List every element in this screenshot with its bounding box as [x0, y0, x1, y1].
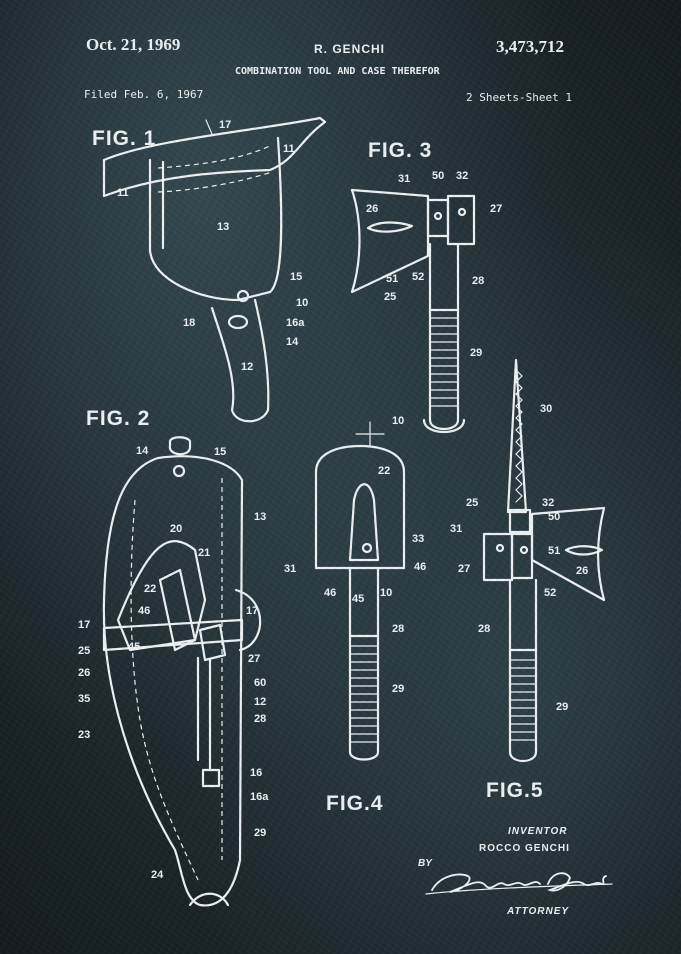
fig1-ref-12: 12 [241, 361, 253, 373]
fig4-ref-10: 10 [392, 415, 404, 427]
fig2-ref-24: 24 [151, 869, 164, 881]
fig3-ref-28: 28 [472, 275, 484, 287]
fig1-ref-11: 11 [283, 143, 295, 155]
fig3-ref-26: 26 [366, 203, 378, 215]
fig2-ref-28: 28 [254, 713, 266, 725]
fig1-case-drawing [102, 116, 327, 423]
fig1-ref-11: 11 [117, 187, 129, 199]
patent-date: Oct. 21, 1969 [86, 35, 181, 54]
fig1-ref-18: 18 [183, 317, 195, 329]
fig5-ref-28: 28 [478, 623, 490, 635]
fig2-reference-numerals: 14 15 13 20 21 22 46 17 17 25 45 27 26 6… [78, 445, 269, 881]
fig4-ref-22: 22 [378, 465, 390, 477]
fig5-saw-hatchet-drawing [482, 358, 606, 763]
fig4-ref-28: 28 [392, 623, 404, 635]
fig3-ref-31: 31 [398, 173, 410, 185]
fig5-ref-31: 31 [450, 523, 462, 535]
fig1-reference-numerals: 17 11 11 13 15 10 18 16a 14 12 [117, 119, 308, 373]
fig2-ref-16: 16 [250, 767, 262, 779]
fig5-ref-25: 25 [466, 497, 478, 509]
fig5-reference-numerals: 30 25 32 50 31 51 27 26 52 28 29 [450, 403, 588, 713]
fig4-ref-31: 31 [284, 563, 296, 575]
fig5-ref-26: 26 [576, 565, 588, 577]
by-label: BY [418, 858, 432, 869]
fig4-ref-46: 46 [324, 587, 336, 599]
fig2-ref-12: 12 [254, 696, 266, 708]
fig4-ref-10: 10 [380, 587, 392, 599]
fig1-ref-14: 14 [286, 336, 299, 348]
fig5-ref-51: 51 [548, 545, 560, 557]
fig2-label: FIG. 2 [86, 407, 150, 430]
fig1-ref-17: 17 [219, 119, 231, 131]
fig4-ref-46: 46 [414, 561, 426, 573]
fig3-ref-50: 50 [432, 170, 444, 182]
fig2-ref-21: 21 [198, 547, 210, 559]
fig5-label: FIG.5 [486, 779, 544, 802]
fig2-ref-17: 17 [78, 619, 90, 631]
fig4-ref-45: 45 [352, 593, 364, 605]
fig2-ref-14: 14 [136, 445, 149, 457]
inventor-full-name: ROCCO GENCHI [479, 843, 570, 854]
fig2-ref-16a: 16a [250, 791, 269, 803]
fig1-label: FIG. 1 [92, 127, 156, 150]
header-inventor: R. GENCHI [314, 42, 386, 56]
fig2-ref-27: 27 [248, 653, 260, 665]
fig3-ref-27: 27 [490, 203, 502, 215]
fig3-ref-52: 52 [412, 271, 424, 283]
fig2-ref-46: 46 [138, 605, 150, 617]
attorney-label: ATTORNEY [507, 906, 570, 917]
fig4-ref-29: 29 [392, 683, 404, 695]
fig2-ref-23: 23 [78, 729, 90, 741]
fig5-ref-27: 27 [458, 563, 470, 575]
fig2-ref-45: 45 [128, 641, 140, 653]
fig2-ref-22: 22 [144, 583, 156, 595]
fig3-ref-32: 32 [456, 170, 468, 182]
fig2-ref-60: 60 [254, 677, 266, 689]
inventor-label: INVENTOR [508, 826, 568, 837]
fig4-label: FIG.4 [326, 792, 384, 815]
fig2-ref-17: 17 [246, 605, 258, 617]
fig1-ref-13: 13 [217, 221, 229, 233]
fig3-reference-numerals: 31 50 32 26 27 51 52 25 28 29 [366, 170, 502, 359]
fig2-ref-29: 29 [254, 827, 266, 839]
patent-number: 3,473,712 [496, 37, 564, 56]
patent-title: COMBINATION TOOL AND CASE THEREFOR [235, 66, 440, 77]
fig3-ref-25: 25 [384, 291, 396, 303]
fig4-reference-numerals: 10 22 33 31 46 46 45 10 28 29 [284, 415, 426, 695]
attorney-signature [425, 872, 613, 895]
fig2-ref-35: 35 [78, 693, 90, 705]
fig5-ref-30: 30 [540, 403, 552, 415]
fig2-ref-20: 20 [170, 523, 182, 535]
fig2-case-drawing [102, 436, 262, 907]
fig2-ref-25: 25 [78, 645, 90, 657]
fig5-ref-32: 32 [542, 497, 554, 509]
fig5-ref-52: 52 [544, 587, 556, 599]
fig5-ref-29: 29 [556, 701, 568, 713]
fig2-ref-13: 13 [254, 511, 266, 523]
fig3-ref-29: 29 [470, 347, 482, 359]
fig5-ref-50: 50 [548, 511, 560, 523]
fig1-ref-10: 10 [296, 297, 308, 309]
fig4-ref-33: 33 [412, 533, 424, 545]
filed-date: Filed Feb. 6, 1967 [84, 88, 204, 101]
fig2-ref-26: 26 [78, 667, 90, 679]
fig1-ref-15: 15 [290, 271, 302, 283]
fig2-ref-15: 15 [214, 446, 226, 458]
fig3-hatchet-drawing [350, 188, 476, 433]
sheet-count: 2 Sheets-Sheet 1 [466, 91, 572, 104]
fig3-label: FIG. 3 [368, 139, 432, 162]
fig3-ref-51: 51 [386, 273, 398, 285]
fig1-ref-16a: 16a [286, 317, 305, 329]
fig4-shovel-drawing [314, 421, 406, 761]
